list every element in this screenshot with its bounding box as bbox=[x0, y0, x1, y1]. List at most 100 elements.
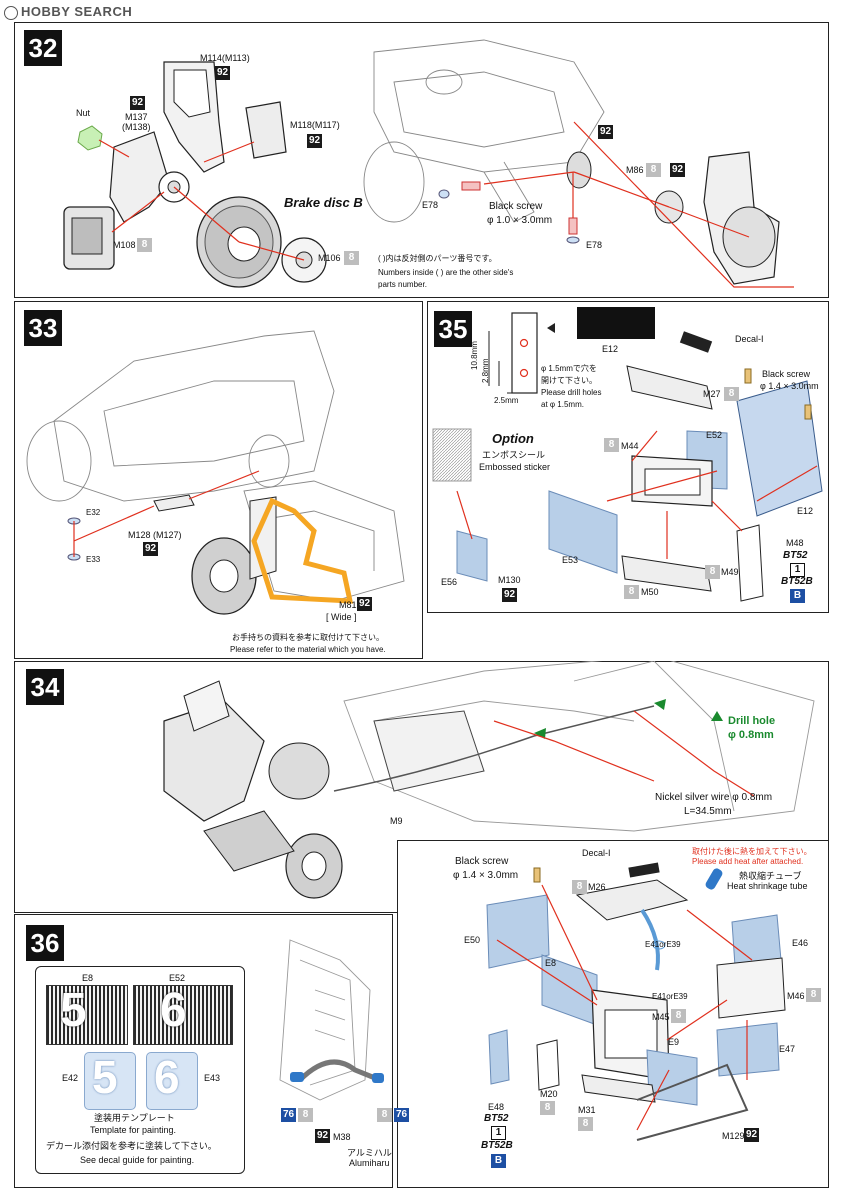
badge-8: 8 bbox=[671, 1009, 686, 1023]
badge-8: 8 bbox=[344, 251, 359, 265]
label-dim-108: 10.8mm bbox=[470, 341, 479, 370]
label-m114: M114(M113) bbox=[200, 53, 250, 63]
label-e52: E52 bbox=[706, 430, 723, 440]
label-e32: E32 bbox=[86, 508, 101, 517]
template-jp: 塗装用テンプレート bbox=[94, 1113, 175, 1123]
label-m128: M128 (M127) bbox=[128, 530, 182, 540]
badge-92: 92 bbox=[598, 125, 613, 139]
label-black-screw: Black screw bbox=[762, 369, 811, 379]
label-screw-size: φ 1.0 × 3.0mm bbox=[487, 215, 553, 226]
badge-8: 8 bbox=[377, 1108, 392, 1122]
template-e43-number: 6 bbox=[154, 1051, 180, 1103]
label-m50: M50 bbox=[641, 587, 659, 597]
step-36-drawing bbox=[279, 939, 384, 1101]
template-e42-number: 5 bbox=[92, 1051, 118, 1103]
logo-text: HOBBY SEARCH bbox=[21, 4, 133, 19]
decal-guide-en: See decal guide for painting. bbox=[80, 1155, 195, 1165]
template-number-right: 6 bbox=[160, 984, 187, 1037]
note-en-2: parts number. bbox=[378, 280, 427, 289]
drill-hole-label: Drill hole bbox=[728, 715, 776, 727]
template-en: Template for painting. bbox=[90, 1125, 177, 1135]
alumiharu-en: Alumiharu bbox=[349, 1158, 390, 1168]
label-e8: E8 bbox=[82, 973, 94, 983]
label-m138: (M138) bbox=[122, 122, 151, 132]
alumiharu-jp: アルミハル bbox=[347, 1148, 392, 1158]
step-36-number: 36 bbox=[26, 925, 64, 961]
label-bt52: BT52 bbox=[484, 1113, 509, 1124]
note-en: Please refer to the material which you h… bbox=[230, 645, 386, 654]
label-bt52b: BT52B bbox=[781, 576, 813, 587]
label-e42: E42 bbox=[62, 1073, 79, 1083]
note-jp: お手持ちの資料を参考に取付けて下さい。 bbox=[232, 633, 384, 642]
label-e56: E56 bbox=[441, 577, 458, 587]
label-e43: E43 bbox=[204, 1073, 221, 1083]
label-decal: Decal-I bbox=[582, 848, 611, 858]
label-black-screw: Black screw bbox=[489, 201, 543, 212]
wire-length: L=34.5mm bbox=[684, 806, 732, 817]
label-dim-25: 2.5mm bbox=[494, 396, 519, 405]
label-m46: M46 bbox=[787, 991, 805, 1001]
label-m44: M44 bbox=[621, 441, 639, 451]
label-wide: [ Wide ] bbox=[326, 612, 357, 622]
brake-disc-title: Brake disc B bbox=[284, 195, 363, 210]
label-bt52b: BT52B bbox=[481, 1140, 513, 1151]
label-e8: E8 bbox=[545, 958, 557, 968]
step-34-drawing bbox=[163, 661, 815, 899]
label-screw-size: φ 1.4 × 3.0mm bbox=[760, 381, 819, 391]
step-34-number: 34 bbox=[26, 669, 64, 705]
badge-92: 92 bbox=[502, 588, 517, 602]
note-jp: ( )内は反対側のパーツ番号です。 bbox=[378, 254, 497, 263]
badge-8: 8 bbox=[540, 1101, 555, 1115]
template-e43 bbox=[146, 1052, 198, 1110]
label-e47: E47 bbox=[779, 1044, 796, 1054]
label-e78: E78 bbox=[422, 200, 439, 210]
label-e46: E46 bbox=[792, 938, 809, 948]
label-m9: M9 bbox=[390, 816, 403, 826]
badge-92: 92 bbox=[744, 1128, 759, 1142]
label-m45: M45 bbox=[652, 1012, 670, 1022]
badge-8: 8 bbox=[298, 1108, 313, 1122]
emboss-en: Embossed sticker bbox=[479, 462, 551, 472]
emboss-jp: エンボスシール bbox=[482, 450, 546, 460]
label-e9: E9 bbox=[668, 1037, 680, 1047]
label-e48: E48 bbox=[488, 1102, 505, 1112]
badge-8: 8 bbox=[604, 438, 619, 452]
label-m81: M81 bbox=[339, 600, 357, 610]
badge-b: B bbox=[790, 589, 805, 603]
tube-label-jp: 熱収縮チューブ bbox=[739, 871, 802, 881]
badge-92: 92 bbox=[130, 96, 145, 110]
badge-8: 8 bbox=[578, 1117, 593, 1131]
template-number-left: 5 bbox=[60, 984, 87, 1037]
step-35-drawing bbox=[432, 307, 823, 602]
label-decal: Decal-I bbox=[735, 334, 764, 344]
label-screw-size: φ 1.4 × 3.0mm bbox=[453, 870, 519, 881]
drill-note-jp-1: φ 1.5mmで穴を bbox=[541, 364, 597, 373]
label-m20: M20 bbox=[540, 1089, 558, 1099]
drill-note-en-1: Please drill holes bbox=[541, 388, 602, 397]
label-e50: E50 bbox=[464, 935, 481, 945]
label-e41b: E41orE39 bbox=[652, 992, 688, 1001]
drill-note-jp-2: 開けて下さい。 bbox=[541, 376, 597, 385]
label-m38: M38 bbox=[333, 1132, 351, 1142]
badge-1: 1 bbox=[790, 563, 805, 577]
badge-8: 8 bbox=[806, 988, 821, 1002]
template-e52 bbox=[133, 985, 233, 1045]
badge-b: B bbox=[491, 1154, 506, 1168]
badge-92: 92 bbox=[215, 66, 230, 80]
label-m130: M130 bbox=[498, 575, 521, 585]
label-e33: E33 bbox=[86, 555, 101, 564]
label-m86: M86 bbox=[626, 165, 644, 175]
badge-8: 8 bbox=[137, 238, 152, 252]
label-e41a: E41orE39 bbox=[645, 940, 681, 949]
template-e8 bbox=[46, 985, 128, 1045]
wire-label: Nickel silver wire φ 0.8mm bbox=[655, 792, 773, 803]
label-e12: E12 bbox=[602, 344, 619, 354]
label-m49: M49 bbox=[721, 567, 739, 577]
drill-note-en-2: at φ 1.5mm. bbox=[541, 400, 584, 409]
step-33-drawing bbox=[26, 330, 405, 615]
label-m106: M106 bbox=[318, 253, 341, 263]
badge-92: 92 bbox=[143, 542, 158, 556]
step-32-number: 32 bbox=[24, 30, 62, 66]
label-m118: M118(M117) bbox=[290, 120, 340, 130]
badge-8: 8 bbox=[572, 880, 587, 894]
